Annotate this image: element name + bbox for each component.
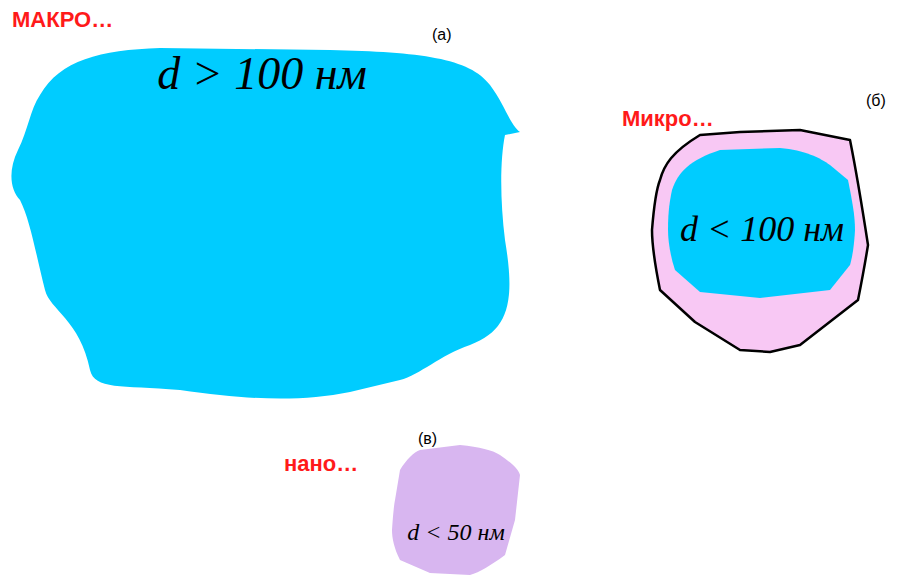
particle-node: Микро… d < 100 нм — [600, 85, 900, 390]
scale-heading: МАКРО… — [12, 8, 113, 32]
size-label: d > 100 нм — [157, 49, 367, 100]
particle-shape — [652, 130, 868, 352]
particle-shape — [392, 445, 520, 575]
panel-letter: (б) — [866, 92, 886, 110]
panel-letter: (а) — [432, 26, 452, 44]
particle-shape — [668, 148, 855, 298]
particle-shape — [11, 48, 520, 399]
scale-heading: нано… — [284, 452, 358, 476]
scale-heading: Микро… — [622, 107, 714, 131]
particle-node: МАКРО… d > 100 нм — [0, 0, 540, 410]
particle-node: нано… d < 50 нм — [280, 440, 530, 583]
size-label: d < 50 нм — [407, 519, 504, 545]
size-label: d < 100 нм — [680, 210, 844, 250]
panel-letter: (в) — [418, 430, 437, 448]
